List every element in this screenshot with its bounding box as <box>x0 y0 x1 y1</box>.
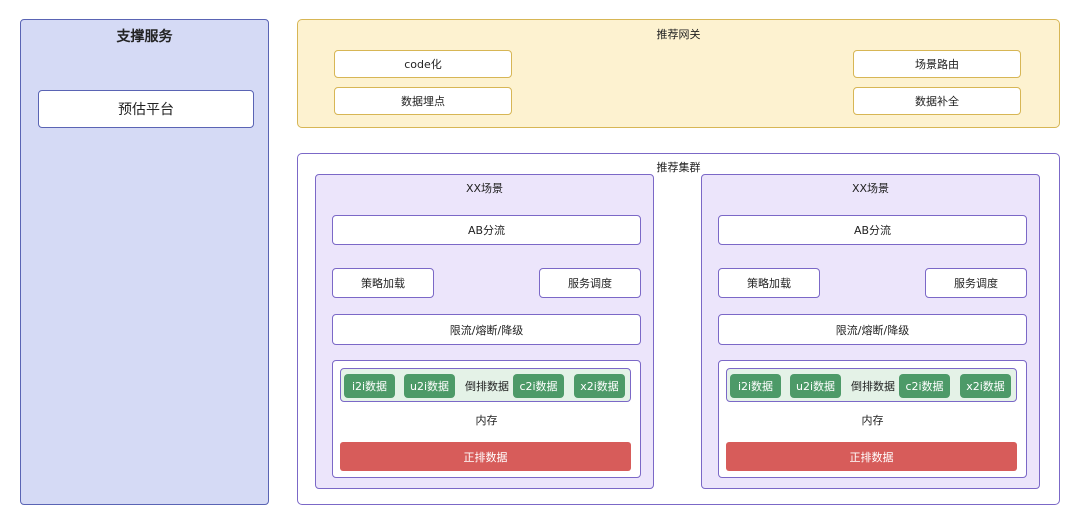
memory-box: i2i数据 u2i数据 倒排数据 c2i数据 x2i数据 内存 正排数据 <box>718 360 1027 478</box>
service-scheduling-box: 服务调度 <box>925 268 1027 298</box>
gateway-code-box: code化 <box>334 50 512 78</box>
scene-title: XX场景 <box>851 182 890 195</box>
memory-box: i2i数据 u2i数据 倒排数据 c2i数据 x2i数据 内存 正排数据 <box>332 360 641 478</box>
rate-limit-box: 限流/熔断/降级 <box>332 314 641 345</box>
gateway-title: 推荐网关 <box>656 28 701 41</box>
data-chip: i2i数据 <box>730 374 781 398</box>
strategy-loading-box: 策略加载 <box>718 268 820 298</box>
data-chip: x2i数据 <box>574 374 625 398</box>
inverted-data-label: 倒排数据 <box>465 380 509 393</box>
data-chip: x2i数据 <box>960 374 1011 398</box>
scene-panel: XX场景 AB分流 策略加载 服务调度 限流/熔断/降级 i2i数据 u2i数据… <box>315 174 654 489</box>
inverted-data-label: 倒排数据 <box>851 380 895 393</box>
service-scheduling-box: 服务调度 <box>539 268 641 298</box>
gateway-completion-box: 数据补全 <box>853 87 1021 115</box>
gateway-routing-box: 场景路由 <box>853 50 1021 78</box>
data-chip: u2i数据 <box>790 374 841 398</box>
rate-limit-box: 限流/熔断/降级 <box>718 314 1027 345</box>
scene-panel: XX场景 AB分流 策略加载 服务调度 限流/熔断/降级 i2i数据 u2i数据… <box>701 174 1040 489</box>
recommendation-gateway-panel: 推荐网关 code化 数据埋点 场景路由 数据补全 <box>297 19 1060 128</box>
data-chip: c2i数据 <box>513 374 564 398</box>
estimation-platform-box: 预估平台 <box>38 90 254 128</box>
data-chip: i2i数据 <box>344 374 395 398</box>
memory-label: 内存 <box>861 414 884 427</box>
gateway-tracking-box: 数据埋点 <box>334 87 512 115</box>
inverted-index-row: i2i数据 u2i数据 倒排数据 c2i数据 x2i数据 <box>726 368 1017 402</box>
strategy-loading-box: 策略加载 <box>332 268 434 298</box>
memory-label: 内存 <box>475 414 498 427</box>
support-services-panel: 支撑服务 预估平台 <box>20 19 269 505</box>
ab-split-box: AB分流 <box>332 215 641 245</box>
forward-data-bar: 正排数据 <box>340 442 631 471</box>
ab-split-box: AB分流 <box>718 215 1027 245</box>
support-services-title: 支撑服务 <box>116 29 173 45</box>
forward-data-bar: 正排数据 <box>726 442 1017 471</box>
scene-title: XX场景 <box>465 182 504 195</box>
cluster-title: 推荐集群 <box>656 161 701 174</box>
inverted-index-row: i2i数据 u2i数据 倒排数据 c2i数据 x2i数据 <box>340 368 631 402</box>
recommendation-cluster-panel: 推荐集群 XX场景 AB分流 策略加载 服务调度 限流/熔断/降级 i2i数据 … <box>297 153 1060 505</box>
data-chip: u2i数据 <box>404 374 455 398</box>
data-chip: c2i数据 <box>899 374 950 398</box>
